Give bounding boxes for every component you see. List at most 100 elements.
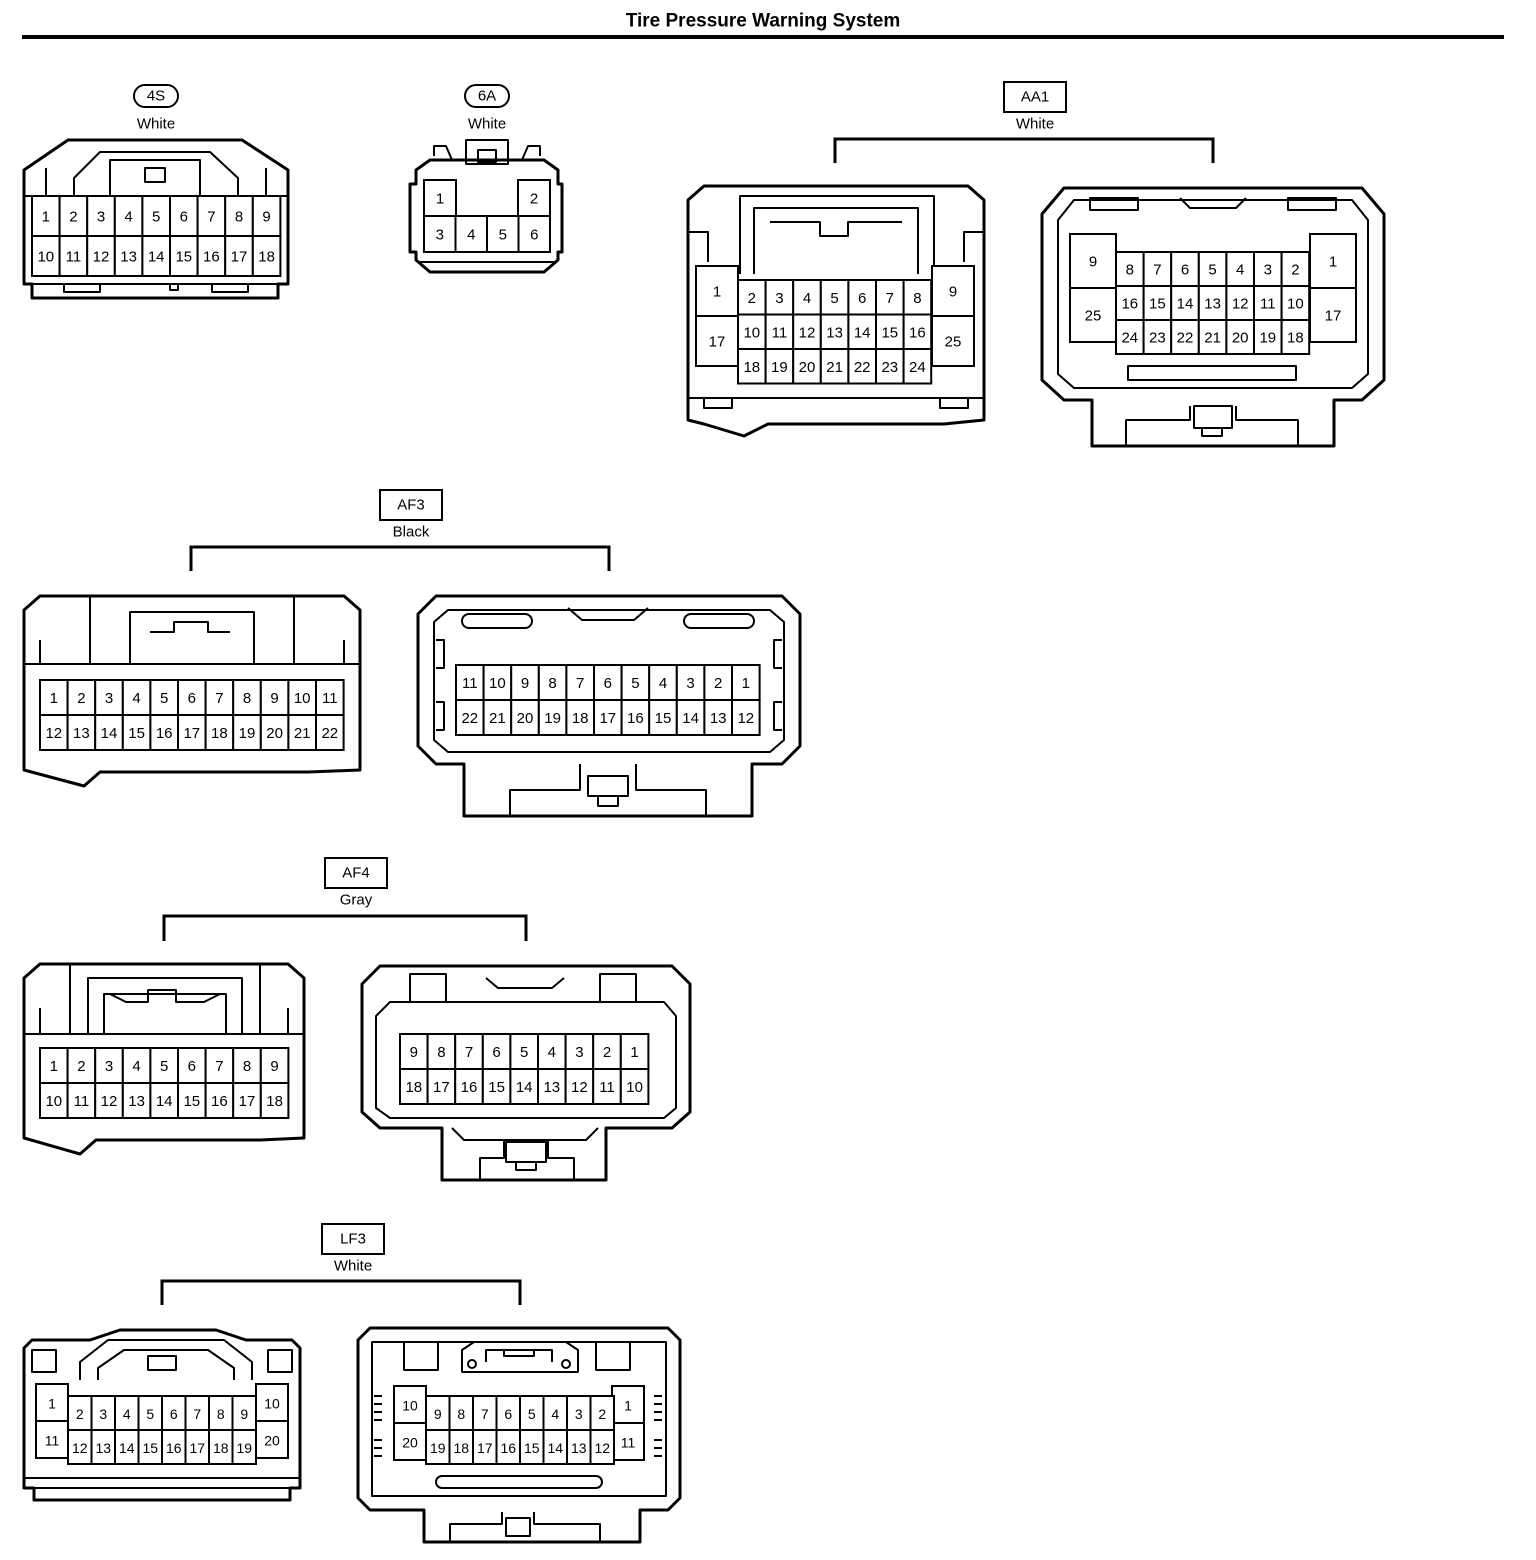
connector-6A-ears: [433, 145, 541, 161]
connector-4S-pin-15: 15: [175, 249, 192, 266]
connector-4S-pin-1: 1: [42, 209, 50, 226]
connector-AF4-right-pin-7: 7: [465, 1044, 473, 1061]
connector-AA1-right-rail: [1127, 365, 1297, 381]
connector-AF3-right-pin-1: 1: [742, 675, 750, 692]
connector-AF3-left-pin-14-cell: [94, 714, 124, 751]
connector-AF4-left-pin-13: 13: [128, 1093, 145, 1110]
connector-6A-pin-5: 5: [499, 227, 507, 244]
connector-AF4-right-slot-right: [599, 973, 637, 1003]
connector-4S-tag: [133, 84, 179, 108]
connector-AA1-left-pin-21-cell: [819, 348, 850, 385]
connector-AF4-left-pin-15-cell: [177, 1082, 207, 1119]
connector-AA1-right-pin-23: 23: [1149, 330, 1166, 347]
connector-AF3-left-pin-12-cell: [39, 714, 69, 751]
connector-AA1-left-pin-24: 24: [909, 359, 926, 376]
connector-4S-pin-7: 7: [207, 209, 215, 226]
connector-AF3-right-pin-4-cell: [648, 664, 678, 701]
connector-4S-pin-5-cell: [141, 195, 171, 237]
connector-AA1-right-pin-2-cell: [1280, 251, 1311, 287]
connector-AF4-left-pin-4: 4: [132, 1058, 140, 1075]
connector-AF3-left-pin-5: 5: [160, 690, 168, 707]
connector-AA1-left-pin-14: 14: [854, 324, 871, 341]
connector-AF4-right-pin-10: 10: [626, 1079, 643, 1096]
connector-LF3-left-pin-12: 12: [72, 1440, 88, 1456]
connector-6A-color: White: [468, 116, 506, 133]
connector-AF3-left-pin-19-cell: [232, 714, 262, 751]
connector-AF4-right-pin-15: 15: [488, 1079, 505, 1096]
connector-AF4-right-pin-13: 13: [543, 1079, 560, 1096]
connector-AA1-right-pin-18: 18: [1287, 330, 1304, 347]
connector-AF4-right-pin-1-cell: [619, 1033, 650, 1070]
connector-AA1-right-pin-2: 2: [1291, 262, 1299, 279]
connector-AA1-right-pin-23-cell: [1142, 319, 1173, 355]
connector-AA1-left-pin-18: 18: [743, 359, 760, 376]
connector-AF4-right-pin-6: 6: [492, 1044, 500, 1061]
connector-4S-pin-16-cell: [196, 235, 227, 277]
connector-AA1-left-pin-18-cell: [737, 348, 767, 385]
connector-LF3-left-pin-10: 10: [264, 1396, 280, 1412]
connector-AF3-right-inner: [433, 609, 785, 753]
connector-AA1-left-pin-21: 21: [826, 359, 843, 376]
connector-AA1-right-pin-6: 6: [1181, 262, 1189, 279]
connector-AA1-right-pin-18-cell: [1280, 319, 1311, 355]
connector-AF4-left-pin-7: 7: [215, 1058, 223, 1075]
connector-LF3-left-pin-11: 11: [45, 1433, 60, 1449]
connector-AA1-right-pin-12: 12: [1232, 296, 1249, 313]
connector-LF3-right-pin-7: 7: [481, 1406, 489, 1422]
connector-AF3-left-pin-15: 15: [128, 725, 145, 742]
connector-AA1-left-pin-7: 7: [886, 290, 894, 307]
connector-AF4-right-slot-left: [409, 973, 447, 1003]
connector-AF3-color: Black: [393, 524, 430, 541]
connector-AA1-code: AA1: [1021, 89, 1049, 106]
connector-AA1-right-pin-4: 4: [1236, 262, 1244, 279]
connector-AF3-code: AF3: [397, 497, 425, 514]
connector-AA1-left-pin-20: 20: [799, 359, 816, 376]
connector-AF4-right-pin-2-cell: [592, 1033, 622, 1070]
connector-AF4-left-pin-2: 2: [77, 1058, 85, 1075]
connector-4S-code: 4S: [147, 88, 165, 105]
connector-4S-pin-3-cell: [86, 195, 116, 237]
connector-6A-tag: [464, 84, 510, 108]
connector-AA1-left-pin-10: 10: [743, 324, 760, 341]
connector-AF4-left-pin-12: 12: [101, 1093, 118, 1110]
connector-6A-pin-3-cell: [423, 215, 457, 253]
connector-LF3-right-rail: [435, 1475, 603, 1489]
connector-AF4-left-pin-1: 1: [50, 1058, 58, 1075]
connector-LF3-left-pin-20: 20: [264, 1433, 280, 1449]
connector-LF3-left-pin-19-cell: [231, 1429, 257, 1465]
connector-LF3-right-pin-20: 20: [402, 1435, 418, 1451]
connector-AA1-left-pin-1: 1: [713, 284, 721, 301]
connector-LF3-left-pin-17: 17: [189, 1440, 205, 1456]
connector-AA1-left-pin-17: 17: [709, 334, 726, 351]
connector-AF4-left-pin-3: 3: [105, 1058, 113, 1075]
connector-AF4-right-pin-16: 16: [461, 1079, 478, 1096]
connector-4S-pin-9: 9: [262, 209, 270, 226]
connector-AA1-left-latch-tab: [770, 221, 902, 237]
connector-LF3-left-pin-14: 14: [119, 1440, 135, 1456]
connector-6A-pin-4: 4: [467, 227, 475, 244]
connector-AA1-left-pin-23-cell: [875, 348, 905, 385]
connector-4S-pin-14: 14: [148, 249, 165, 266]
connector-AF4-right-pin-5-cell: [509, 1033, 539, 1070]
connector-AF3-left-pin-22: 22: [321, 725, 338, 742]
connector-AA1-right-pin-25: 25: [1085, 308, 1102, 325]
connector-4S-pin-8: 8: [235, 209, 243, 226]
connector-AF3-left-pin-19: 19: [239, 725, 256, 742]
connector-AF3-left-pin-12: 12: [45, 725, 62, 742]
connector-4S-color: White: [137, 116, 175, 133]
connector-AA1-left-pin-8: 8: [913, 290, 921, 307]
connector-AF3-left-pin-11: 11: [322, 690, 338, 707]
connector-AF4-left-pin-9: 9: [270, 1058, 278, 1075]
connector-AF3-right-pin-15-cell: [648, 699, 678, 736]
connector-AF3-right-pin-12-cell: [731, 699, 761, 736]
connector-LF3-color: White: [334, 1258, 372, 1275]
connector-AF3-right-pin-21: 21: [489, 710, 506, 727]
connector-AA1-bracket: [833, 137, 1215, 163]
connector-AA1-right-pin-1-cell: [1309, 233, 1357, 289]
connector-AF3-right-pin-5: 5: [631, 675, 639, 692]
